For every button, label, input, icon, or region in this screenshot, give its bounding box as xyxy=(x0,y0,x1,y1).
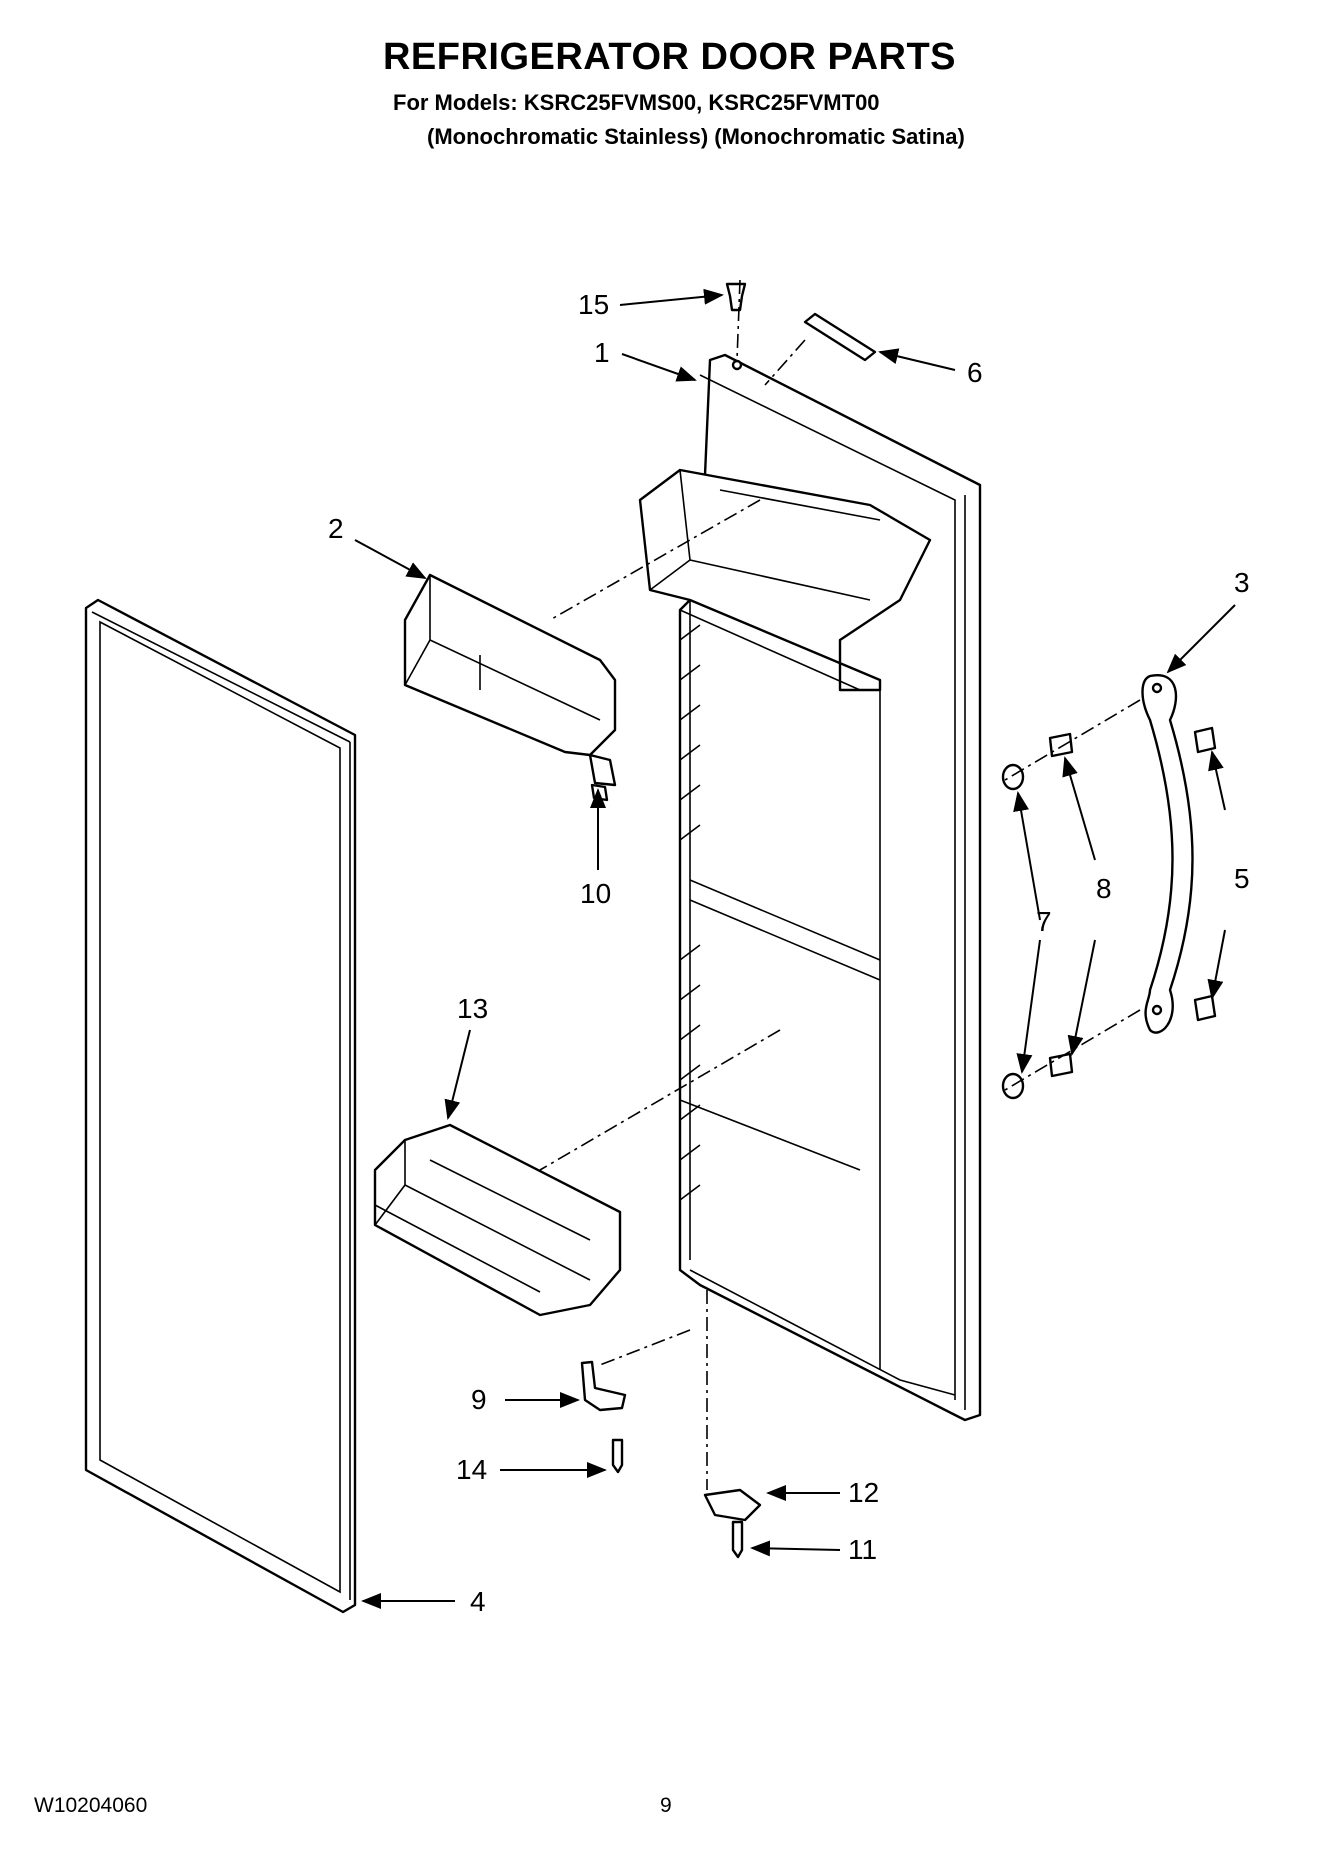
callout-14: 14 xyxy=(456,1454,487,1485)
callout-4: 4 xyxy=(470,1586,486,1617)
door-bin-part xyxy=(373,1123,622,1317)
callout-9: 9 xyxy=(471,1384,487,1415)
assembly-lines xyxy=(539,279,1141,1490)
callout-10: 10 xyxy=(580,878,611,909)
callout-7: 7 xyxy=(1036,906,1052,937)
callout-5: 5 xyxy=(1234,863,1250,894)
dispenser-cover-part xyxy=(403,573,617,787)
document-number: W10204060 xyxy=(34,1794,148,1817)
finish-line: (Monochromatic Stainless) (Monochromatic… xyxy=(427,124,965,149)
models-line: For Models: KSRC25FVMS00, KSRC25FVMT00 xyxy=(393,90,880,115)
callout-13: 13 xyxy=(457,993,488,1024)
callout-2: 2 xyxy=(328,513,344,544)
callout-11: 11 xyxy=(848,1534,877,1565)
door-handle-part xyxy=(1141,674,1194,1034)
door-gasket-part xyxy=(84,598,357,1614)
callout-1: 1 xyxy=(594,337,610,368)
page-title: REFRIGERATOR DOOR PARTS xyxy=(382,36,957,78)
page-number: 9 xyxy=(660,1794,672,1817)
callout-12: 12 xyxy=(848,1477,879,1508)
door-liner-part xyxy=(638,353,982,1422)
callout-6: 6 xyxy=(967,357,983,388)
callout-15: 15 xyxy=(578,289,609,320)
callout-8: 8 xyxy=(1096,873,1112,904)
callout-3: 3 xyxy=(1234,567,1250,598)
callout-leaders xyxy=(354,288,1236,1609)
